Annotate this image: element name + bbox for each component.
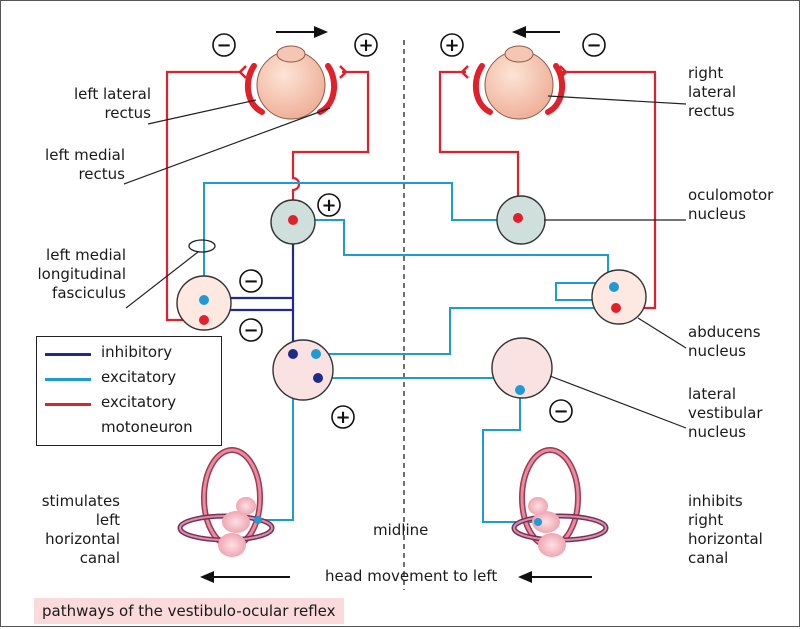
left-eye [244,45,338,120]
svg-text:+: + [358,35,373,56]
neuron-cell-bodies [199,213,621,395]
svg-text:−: − [243,320,258,341]
legend-swatch-excitatory [45,378,91,381]
svg-text:+: + [444,35,459,56]
sign-symbols: − + + − + − − + − [212,33,606,429]
legend-label-inhibitory: inhibitory [101,343,173,361]
minus-sign-right-eye: − [582,33,606,57]
legend-label-excitatory-motoneuron: excitatory [101,393,177,411]
eye-direction-arrow-right [276,26,328,38]
legend-swatch-inhibitory [45,353,91,356]
legend-item-excitatory: excitatory [37,368,221,388]
legend-label-motoneuron: motoneuron [101,418,193,436]
svg-text:+: + [321,195,336,216]
mlf-marker [188,239,216,253]
excitatory-pathways [203,182,612,523]
plus-sign-right-eye: + [440,33,464,57]
left-horizontal-canal [177,447,275,557]
minus-sign-right-vestibular: − [549,399,573,423]
head-movement-arrow-left [200,571,290,583]
legend-item-inhibitory: inhibitory [37,343,221,363]
plus-sign-vestibular: + [331,405,355,429]
svg-text:−: − [586,35,601,56]
minus-sign-left-eye: − [212,33,236,57]
figure-caption: pathways of the vestibulo-ocular reflex [34,598,344,624]
svg-text:+: + [335,407,350,428]
svg-text:−: − [553,401,568,422]
right-eye [472,45,566,120]
svg-text:−: − [243,271,258,292]
right-abducens-nucleus [591,269,647,325]
minus-sign-abducens-lower: − [239,318,263,342]
legend: inhibitory excitatory excitatory motoneu… [36,336,222,446]
legend-swatch-motoneuron [45,403,91,406]
legend-label-excitatory: excitatory [101,368,177,386]
right-vestibular-nucleus [491,337,553,399]
eye-direction-arrow-left [512,26,560,38]
minus-sign-abducens-upper: − [239,269,263,293]
plus-sign-oculomotor: + [317,193,341,217]
leader-lines [123,95,687,429]
svg-text:−: − [216,35,231,56]
label-midline: midline [373,521,429,539]
plus-sign-left-eye: + [354,33,378,57]
label-head-movement: head movement to left [325,567,498,585]
right-horizontal-canal [511,447,609,557]
head-movement-arrow-right-side [518,571,592,583]
left-canal-hair-cell [254,516,262,524]
legend-item-motoneuron-cont: motoneuron [37,418,221,438]
right-canal-hair-cell [534,518,542,526]
legend-item-motoneuron: excitatory [37,393,221,413]
left-vestibular-nucleus [272,339,334,401]
